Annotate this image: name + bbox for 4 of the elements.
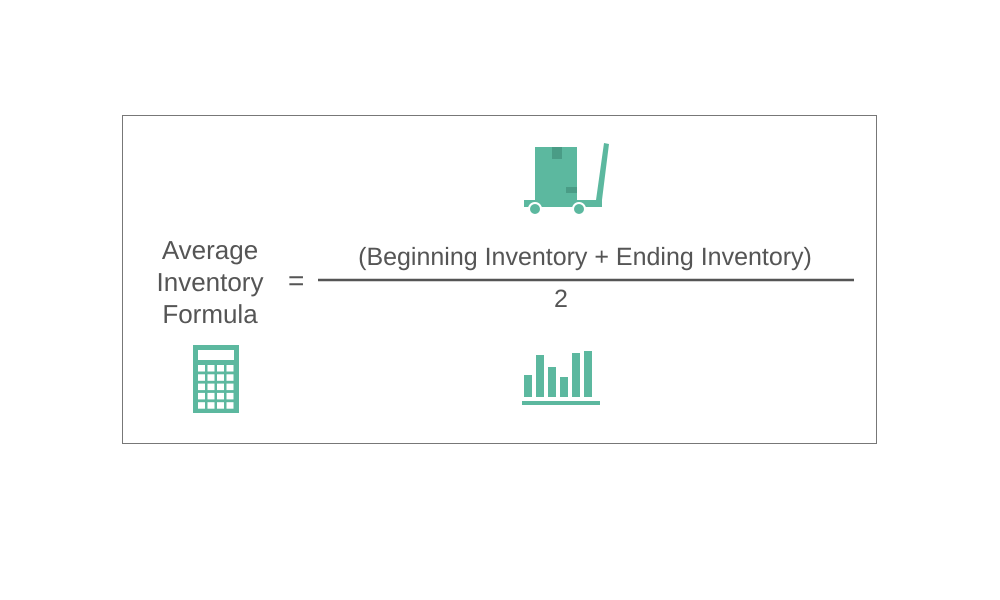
numerator: (Beginning Inventory + Ending Inventory) <box>357 243 813 272</box>
equals-sign: = <box>288 265 304 297</box>
denominator: 2 <box>553 285 569 314</box>
formula-name: Average Inventory Formula <box>156 234 264 330</box>
